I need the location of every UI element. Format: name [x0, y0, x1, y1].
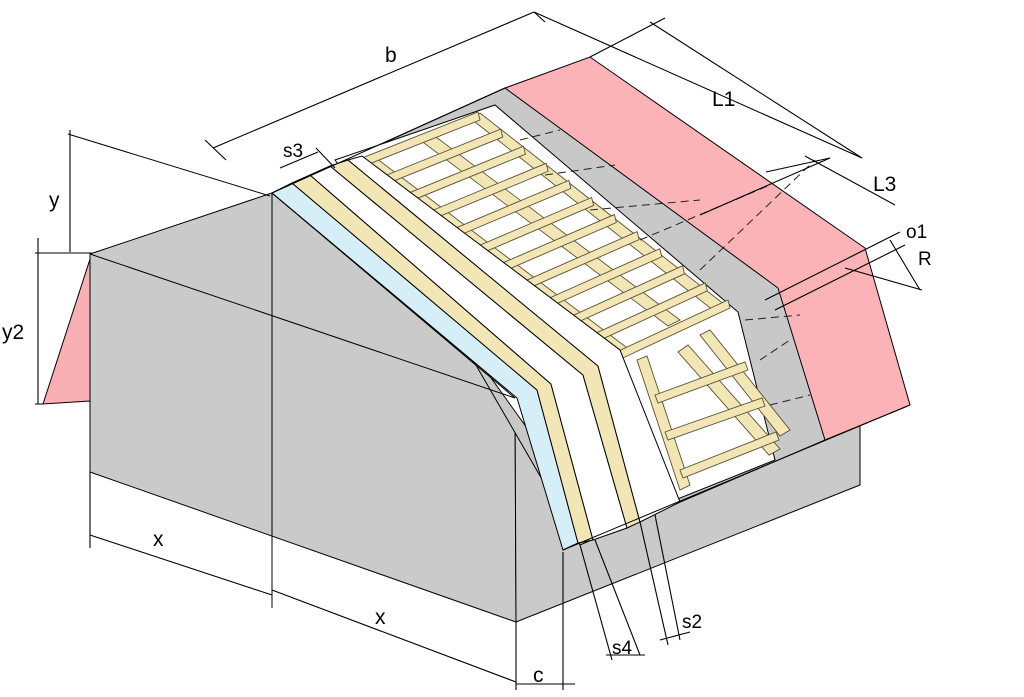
dimension-x-side	[271, 589, 517, 690]
ridge-line	[271, 87, 506, 194]
batten	[664, 397, 766, 441]
dimension-s4-s2	[579, 514, 691, 661]
left-gable-triangle	[42, 252, 93, 405]
counter-batten	[677, 344, 781, 456]
label-L1: L1	[712, 88, 735, 111]
batten	[654, 361, 749, 404]
construction-lines	[35, 133, 516, 608]
ridge-front-edge	[271, 192, 516, 399]
label-s3: s3	[283, 141, 303, 162]
dimension-s3	[279, 147, 336, 169]
label-L3: L3	[873, 173, 896, 196]
batten	[679, 431, 780, 479]
dimension-L1-L3	[589, 17, 896, 216]
eave-front-edge	[562, 404, 911, 551]
dimension-x-front	[89, 472, 273, 596]
dimension-b	[204, 11, 863, 161]
label-s2: s2	[682, 612, 702, 633]
label-c: c	[533, 664, 544, 687]
label-s4: s4	[612, 638, 633, 659]
dimension-o1-R	[764, 231, 923, 311]
label-b: b	[385, 44, 397, 67]
label-x-front: x	[153, 528, 164, 551]
label-y2: y2	[2, 321, 24, 344]
counter-batten	[636, 355, 691, 491]
dimension-c	[516, 552, 575, 690]
label-o1: o1	[906, 222, 927, 243]
label-R: R	[918, 249, 932, 270]
white-layer-2	[346, 155, 681, 523]
label-x-side: x	[375, 606, 386, 629]
label-y: y	[49, 189, 60, 212]
